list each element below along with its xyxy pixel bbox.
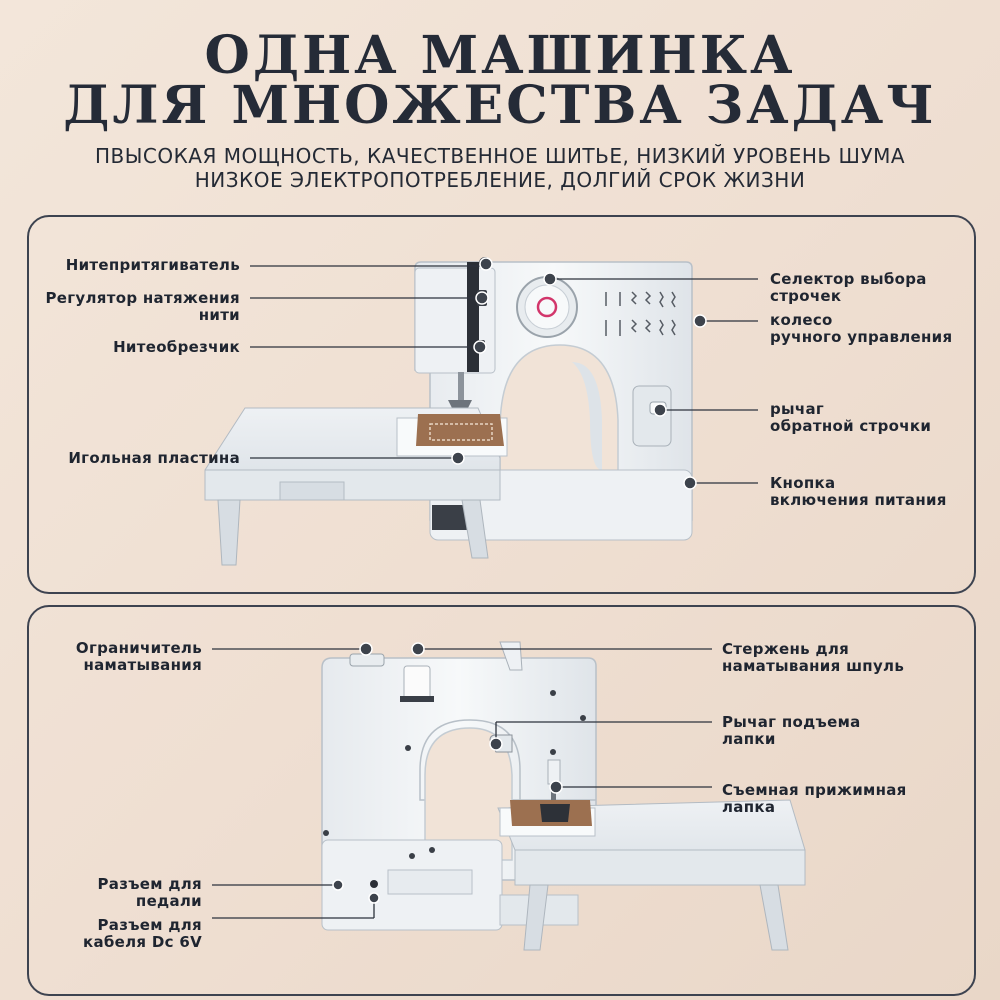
label-selector-line-1: Селектор выбора (770, 270, 927, 288)
label-pedal-port: Разъем для педали (40, 876, 202, 910)
label-power-line-2: включения питания (770, 491, 947, 509)
label-spindle-line-2: наматывания шпуль (722, 657, 905, 675)
label-tension-line-1: Регулятор натяжения (45, 289, 240, 307)
dc-port (370, 880, 378, 888)
screw-hole (323, 830, 329, 836)
label-stopper-line-1: Ограничитель (75, 639, 202, 657)
label-lifter-line-1: Рычаг подъема (722, 713, 861, 731)
subtitle-line-2: НИЗКОЕ ЭЛЕКТРОПОТРЕБЛЕНИЕ, ДОЛГИЙ СРОК Ж… (194, 168, 806, 192)
label-needle-plate: Игольная пластина (40, 450, 240, 467)
table-leg-right (461, 499, 489, 559)
label-bobbin-spindle: Стержень для наматывания шпуль (722, 641, 962, 675)
spool-base (400, 696, 434, 702)
label-thread-cutter: Нитеобрезчик (40, 339, 240, 356)
pattern-dial-face (524, 284, 570, 330)
label-tension-line-2: нити (198, 306, 240, 324)
needle-bar (458, 372, 464, 402)
extension-table-edge (204, 469, 501, 501)
label-tension-regulator: Регулятор натяжения нити (30, 290, 240, 324)
back-view-panel (27, 605, 976, 996)
fabric-sample (416, 414, 504, 446)
stitch-chart-icon (605, 291, 676, 336)
label-stopper-line-2: наматывания (83, 656, 202, 674)
heading-line-2: ДЛЯ МНОЖЕСТВА ЗАДАЧ (63, 75, 937, 136)
thread-spool (403, 665, 431, 701)
back-label-area (387, 869, 473, 895)
screw-hole (405, 745, 411, 751)
dial-center-icon (536, 296, 558, 318)
back-arm-opening (424, 727, 513, 861)
machine-head (414, 267, 496, 374)
screw-hole (550, 749, 556, 755)
label-pedal-line-2: педали (135, 892, 202, 910)
label-handwheel: колесо ручного управления (770, 312, 970, 346)
label-take-up-lever: Нитепритягиватель (40, 257, 240, 274)
heading-line-1: ОДНА МАШИНКА (204, 25, 796, 86)
front-view-panel (27, 215, 976, 594)
back-table-leg-right (759, 884, 789, 951)
label-selector-line-2: строчек (770, 287, 842, 305)
label-wheel-line-1: колесо (770, 311, 833, 329)
reverse-lever-window (632, 385, 672, 447)
label-presser-foot: Съемная прижимная лапка (722, 782, 962, 816)
back-machine (321, 641, 806, 951)
screw-hole (429, 847, 435, 853)
table-drawer (279, 481, 345, 501)
presser-foot-back (540, 804, 570, 822)
label-spindle-line-1: Стержень для (722, 640, 850, 658)
subtitle-line-1: ПВЫСОКАЯ МОЩНОСТЬ, КАЧЕСТВЕННОЕ ШИТЬЕ, Н… (94, 144, 905, 168)
label-power-line-1: Кнопка (770, 474, 836, 492)
take-up-slot (467, 262, 479, 372)
screw-hole (550, 690, 556, 696)
back-table-edge (514, 849, 806, 886)
winder-stopper (349, 653, 385, 667)
table-leg-left (217, 499, 241, 566)
label-dc-port: Разъем для кабеля Dc 6V (40, 917, 202, 951)
label-dc-line-2: кабеля Dc 6V (82, 933, 202, 951)
label-wheel-line-2: ручного управления (770, 328, 953, 346)
label-reverse-line-1: рычаг (770, 400, 825, 418)
label-power-button: Кнопка включения питания (770, 475, 970, 509)
label-winding-stopper: Ограничитель наматывания (40, 640, 202, 674)
callout-dots (332, 257, 707, 904)
callout-lines (212, 265, 758, 919)
label-thread-cutter-text: Нитеобрезчик (113, 338, 240, 356)
front-machine (204, 257, 693, 566)
screw-hole (409, 853, 415, 859)
label-needle-plate-text: Игольная пластина (68, 449, 240, 467)
label-foot-line-1: Съемная прижимная (722, 781, 907, 799)
label-pedal-line-1: Разъем для (97, 875, 202, 893)
label-take-up-lever-text: Нитепритягиватель (65, 256, 240, 274)
back-needle-clamp (547, 759, 561, 785)
back-needle (551, 784, 556, 804)
label-foot-line-2: лапка (722, 798, 776, 816)
back-table-leg-left (523, 884, 549, 951)
screw-hole (580, 715, 586, 721)
fabric-stitches (429, 423, 493, 441)
label-lifter-line-2: лапки (722, 730, 776, 748)
label-dc-line-1: Разъем для (97, 916, 202, 934)
label-reverse-lever: рычаг обратной строчки (770, 401, 970, 435)
label-reverse-line-2: обратной строчки (770, 417, 932, 435)
arm-shade (572, 362, 602, 470)
label-foot-lifter: Рычаг подъема лапки (722, 714, 962, 748)
label-pattern-selector: Селектор выбора строчек (770, 271, 970, 305)
